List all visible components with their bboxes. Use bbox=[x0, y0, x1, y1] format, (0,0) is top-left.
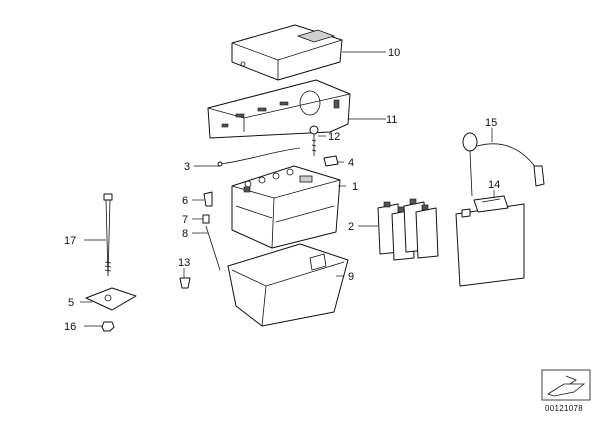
part-battery-tray[interactable] bbox=[227, 243, 349, 327]
part-drain-hose[interactable] bbox=[205, 225, 221, 271]
callout-3: 3 bbox=[184, 161, 190, 173]
callout-12: 12 bbox=[328, 131, 340, 143]
diagram-reference-icon bbox=[541, 369, 591, 401]
callout-7: 7 bbox=[182, 214, 188, 226]
callout-14: 14 bbox=[488, 179, 500, 191]
part-clip[interactable] bbox=[323, 155, 339, 167]
callout-1: 1 bbox=[352, 181, 358, 193]
callout-15: 15 bbox=[485, 117, 497, 129]
callout-8: 8 bbox=[182, 228, 188, 240]
part-screw[interactable] bbox=[309, 125, 319, 156]
part-vent-hose[interactable] bbox=[217, 147, 301, 167]
callout-4: 4 bbox=[348, 157, 354, 169]
callout-10: 10 bbox=[388, 47, 400, 59]
part-battery[interactable] bbox=[231, 165, 341, 249]
callout-17: 17 bbox=[64, 235, 76, 247]
callout-5: 5 bbox=[68, 297, 74, 309]
part-nut[interactable] bbox=[101, 321, 115, 332]
part-battery-cover[interactable] bbox=[231, 24, 343, 81]
part-water-canister[interactable] bbox=[455, 195, 525, 287]
callout-11: 11 bbox=[386, 114, 397, 126]
diagram-id: 00121078 bbox=[545, 404, 583, 413]
part-elbow-fitting[interactable] bbox=[203, 191, 213, 207]
part-long-bolt[interactable] bbox=[103, 193, 113, 277]
part-battery-holder-frame[interactable] bbox=[207, 79, 351, 139]
part-drain-fitting[interactable] bbox=[202, 214, 210, 224]
part-acid-bottles[interactable] bbox=[377, 198, 439, 261]
callout-16: 16 bbox=[64, 321, 76, 333]
callout-9: 9 bbox=[348, 271, 354, 283]
callout-2: 2 bbox=[348, 221, 354, 233]
callout-6: 6 bbox=[182, 195, 188, 207]
callout-13: 13 bbox=[178, 257, 190, 269]
part-filler-funnel[interactable] bbox=[462, 132, 545, 197]
part-rubber-cap[interactable] bbox=[179, 277, 191, 289]
part-hold-down-clamp[interactable] bbox=[85, 287, 137, 311]
